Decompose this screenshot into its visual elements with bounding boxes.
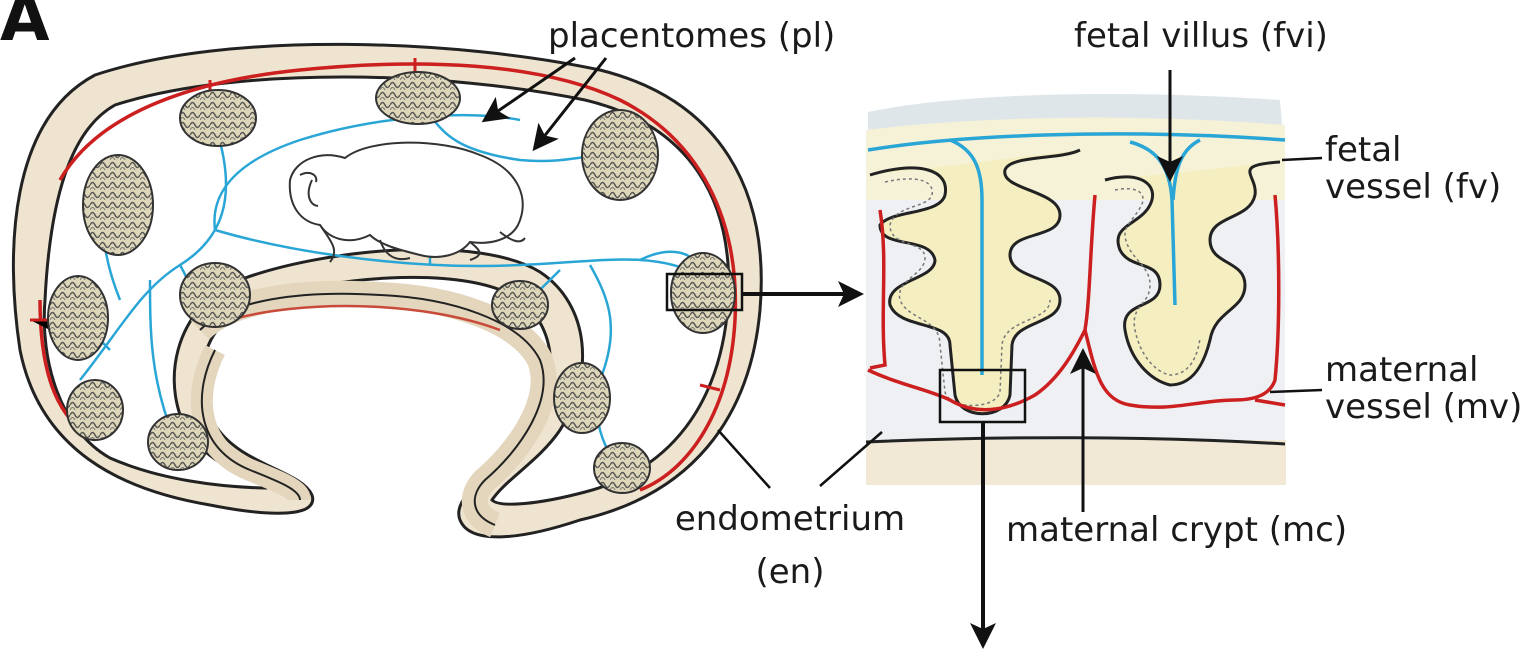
- label-maternal-vessel-line2: vessel (mv): [1325, 385, 1522, 429]
- placentome-icon: [148, 414, 208, 470]
- placentome-icon: [554, 363, 610, 433]
- label-maternal-crypt: maternal crypt (mc): [1006, 508, 1347, 552]
- label-endometrium-line2: (en): [660, 550, 920, 594]
- label-fetal-villus: fetal villus (fvi): [1074, 14, 1328, 58]
- placentome-icon: [582, 110, 658, 200]
- panel-label: A: [0, 0, 50, 56]
- detail-illustration: [866, 94, 1286, 485]
- placentome-icon: [671, 253, 735, 333]
- placentome-icon: [83, 155, 153, 255]
- lower-band: [866, 440, 1286, 485]
- uterus-illustration: [13, 44, 761, 537]
- placentome-icon: [180, 263, 250, 327]
- placentome-icon: [67, 380, 123, 440]
- label-placentomes: placentomes (pl): [548, 14, 835, 58]
- placentome-icon: [48, 276, 108, 360]
- label-fetal-vessel-line2: vessel (fv): [1325, 165, 1501, 209]
- placentome-icon: [594, 443, 650, 493]
- label-endometrium-line1: endometrium: [660, 497, 920, 541]
- placentome-icon: [492, 281, 548, 329]
- placentome-icon: [180, 90, 256, 146]
- placentome-icon: [376, 72, 460, 124]
